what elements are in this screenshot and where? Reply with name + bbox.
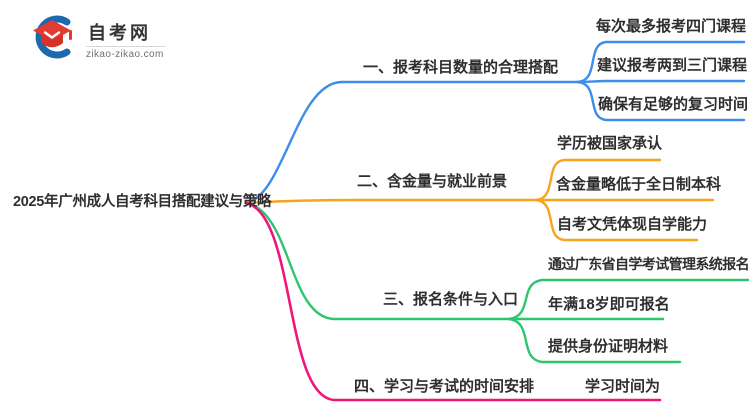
logo-divider [86, 46, 166, 47]
branch-1-child-1-line [576, 40, 746, 84]
branch-3-trunk-line [244, 201, 511, 321]
logo-domain: zikao-zikao.com [86, 49, 164, 60]
branch-2-child-1: 学历被国家承认 [557, 135, 663, 152]
branch-3-label: 三、报名条件与入口 [383, 291, 519, 308]
branch-2-label: 二、含金量与就业前景 [357, 173, 508, 190]
branch-4-trunk-line [244, 201, 662, 402]
branch-1-child-1: 每次最多报考四门课程 [596, 18, 747, 35]
root-node: 2025年广州成人自考科目搭配建议与策略 [13, 194, 272, 210]
branch-4-child-1: 学习时间为 [585, 378, 661, 395]
branch-1-child-3: 确保有足够的复习时间 [598, 96, 749, 113]
branch-1-child-2: 建议报考两到三门课程 [597, 57, 748, 74]
branch-2-child-3-line [534, 198, 699, 242]
graduation-cap-icon [33, 15, 72, 59]
site-logo[interactable]: 自考网 zikao-zikao.com [26, 10, 176, 66]
branch-3-child-2: 年满18岁即可报名 [548, 296, 670, 313]
branch-1-child-2-line [576, 79, 746, 84]
branch-3-child-3: 提供身份证明材料 [548, 338, 669, 355]
branch-3-child-1: 通过广东省自学考试管理系统报名 [548, 256, 750, 272]
branch-2-child-1-line [534, 158, 662, 202]
branch-3-child-3-line [507, 317, 682, 364]
branch-2-child-3: 自考文凭体现自学能力 [557, 216, 708, 233]
logo-title: 自考网 [88, 23, 151, 43]
branch-4-label: 四、学习与考试的时间安排 [354, 378, 535, 395]
branch-3-child-1-line [507, 278, 750, 321]
branch-1-label: 一、报考科目数量的合理搭配 [363, 59, 559, 76]
branch-2-child-2: 含金量略低于全日制本科 [556, 176, 722, 193]
branch-1-child-3-line [576, 80, 746, 122]
branch-2-trunk-line [244, 198, 538, 205]
branch-1-trunk-line [244, 80, 580, 205]
